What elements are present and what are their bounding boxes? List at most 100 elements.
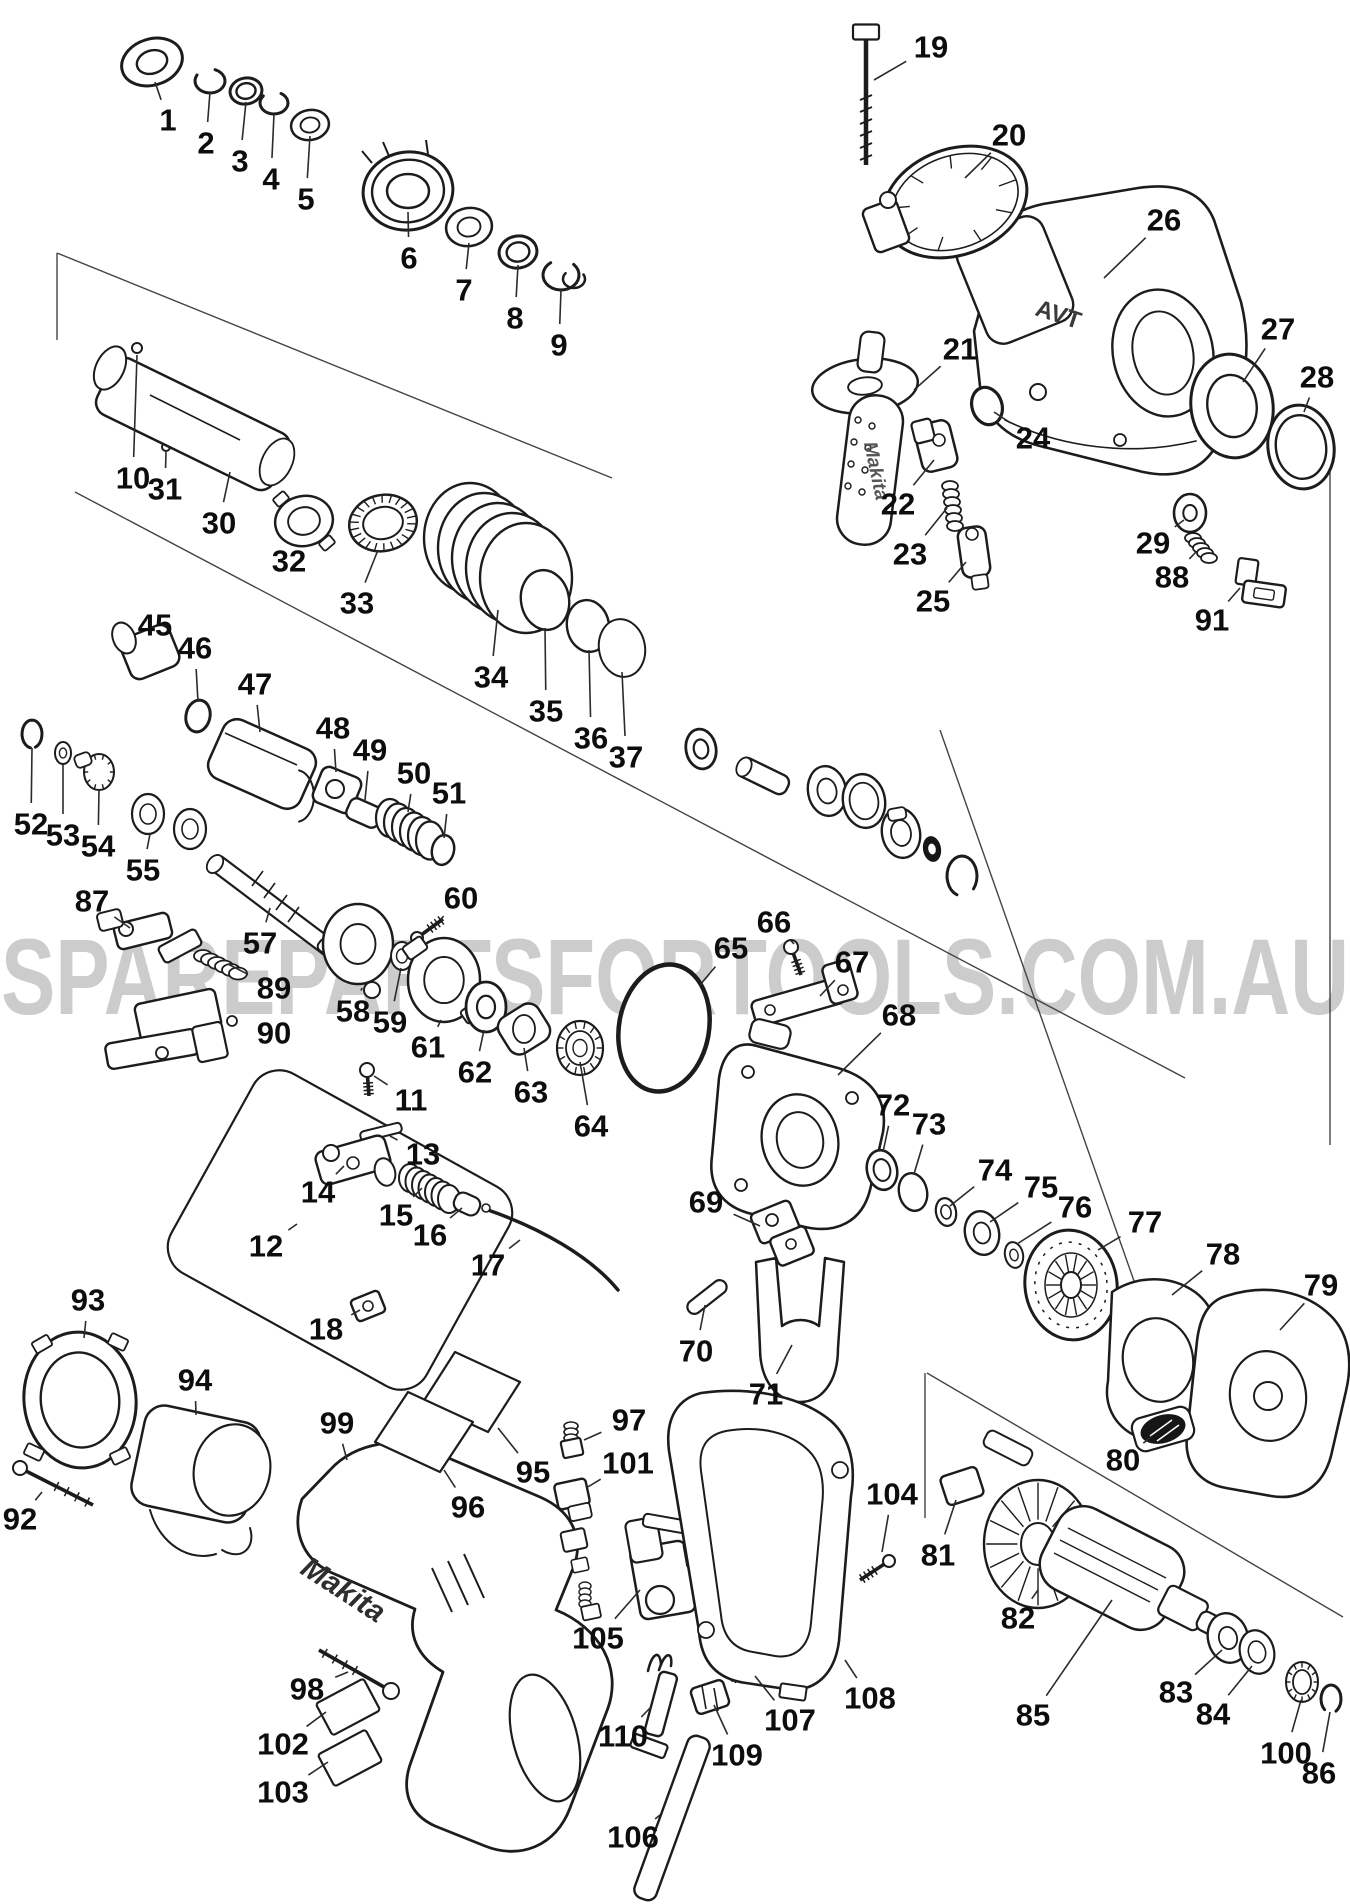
part-label-102: 102 — [257, 1727, 309, 1762]
leader-line-92 — [34, 1491, 43, 1501]
part-shape-64 — [558, 1055, 566, 1061]
part-shape-77 — [1054, 1294, 1066, 1310]
part-shape-20 — [861, 198, 911, 254]
leader-line-61 — [436, 1019, 442, 1028]
leader-line-52 — [30, 747, 33, 804]
part-label-94: 94 — [178, 1363, 213, 1398]
part-shape-64 — [582, 1066, 586, 1075]
leader-line-9 — [558, 289, 562, 325]
part-shape-74 — [940, 1204, 952, 1220]
part-shape-19 — [859, 106, 873, 113]
leader-line-12 — [287, 1223, 298, 1231]
part-shape-99 — [508, 1673, 582, 1803]
leader-line-11 — [373, 1075, 388, 1086]
leader-line-46 — [195, 668, 199, 703]
part-shape-64 — [565, 1030, 595, 1066]
leader-line-97 — [583, 1431, 602, 1441]
leader-line-82 — [1031, 1589, 1039, 1600]
part-shape-33 — [352, 532, 362, 539]
part-shape-33 — [389, 541, 395, 550]
part-shape-11 — [363, 1092, 374, 1096]
part-shape-75 — [972, 1221, 992, 1245]
part-label-26: 26 — [1147, 203, 1181, 238]
leader-line-78 — [1171, 1270, 1203, 1296]
leader-line-104 — [881, 1514, 890, 1553]
part-shape-54 — [107, 760, 112, 765]
part-label-5: 5 — [297, 182, 314, 217]
part-shape-21 — [858, 488, 866, 496]
leader-line-84 — [1227, 1665, 1253, 1696]
part-shape-60 — [437, 916, 445, 925]
part-shape-98 — [351, 1665, 359, 1676]
part-shape-61 — [423, 955, 465, 1005]
part-shape-19 — [851, 23, 881, 41]
part-shape-33 — [349, 521, 359, 524]
part-shape-104 — [882, 1554, 896, 1568]
part-shape-33 — [357, 537, 366, 545]
part-shape-69 — [765, 1213, 779, 1227]
leader-line-85 — [1045, 1599, 1113, 1697]
part-shape-82 — [989, 1552, 1020, 1569]
part-shape-21 — [856, 330, 886, 374]
part-shape-20 — [910, 175, 924, 184]
part-shape-5 — [299, 116, 321, 134]
part-shape-93 — [31, 1334, 53, 1354]
part-label-97: 97 — [612, 1403, 646, 1438]
leader-line-98 — [334, 1671, 349, 1679]
leader-line-2 — [206, 91, 211, 123]
part-shape-26 — [1029, 383, 1047, 401]
part-shape-60 — [433, 918, 441, 928]
part-shape-35 — [519, 568, 571, 632]
part-shape-18 — [362, 1300, 374, 1312]
leader-line-26 — [1103, 237, 1147, 279]
part-shape-81 — [939, 1465, 985, 1507]
part-shape-96 — [373, 1390, 475, 1474]
part-label-17: 17 — [471, 1248, 505, 1283]
leader-line-37 — [621, 671, 626, 737]
part-label-93: 93 — [71, 1283, 105, 1318]
part-label-49: 49 — [353, 733, 387, 768]
part-shape-110 — [643, 1670, 679, 1738]
part-label-76: 76 — [1058, 1190, 1092, 1225]
leader-line-7 — [465, 242, 470, 270]
part-shape-92 — [74, 1492, 80, 1502]
part-shape-38 — [684, 727, 718, 771]
part-shape-28 — [1274, 413, 1328, 481]
part-shape-68 — [748, 1018, 792, 1050]
part-label-75: 75 — [1024, 1170, 1058, 1205]
part-shape-93 — [109, 1446, 131, 1466]
part-shape-7 — [444, 206, 494, 248]
leader-line-6 — [407, 211, 410, 238]
part-label-66: 66 — [757, 905, 791, 940]
part-shape-5 — [289, 108, 331, 142]
part-label-60: 60 — [444, 881, 478, 916]
part-label-84: 84 — [1196, 1697, 1231, 1732]
part-shape-68 — [734, 1178, 748, 1192]
part-shape-64 — [574, 1066, 578, 1075]
part-shape-33 — [363, 500, 370, 508]
part-shape-82 — [982, 1429, 1034, 1467]
leader-line-18 — [350, 1309, 361, 1316]
part-shape-33 — [381, 494, 383, 503]
part-label-87: 87 — [75, 884, 109, 919]
leader-line-87 — [113, 916, 131, 929]
group-boundary-lines — [56, 252, 1344, 1618]
part-label-8: 8 — [506, 301, 523, 336]
leader-line-71 — [775, 1344, 793, 1375]
part-shape-33 — [356, 506, 365, 513]
part-shape-94 — [221, 1527, 253, 1556]
part-shape-21 — [850, 438, 858, 446]
part-shape-79 — [1253, 1381, 1283, 1411]
part-shape-6 — [370, 158, 446, 224]
leader-line-101 — [585, 1478, 602, 1489]
part-shape-109 — [689, 1679, 731, 1715]
part-shape-84 — [1238, 1629, 1276, 1675]
boundary-line — [74, 491, 1186, 1079]
part-shape-101 — [559, 1527, 589, 1553]
leader-line-62 — [478, 1029, 485, 1052]
part-label-58: 58 — [336, 994, 370, 1029]
part-shape-108 — [697, 1621, 715, 1639]
part-shape-77 — [1079, 1271, 1094, 1281]
part-shape-40 — [816, 777, 838, 805]
part-label-4: 4 — [262, 162, 280, 197]
